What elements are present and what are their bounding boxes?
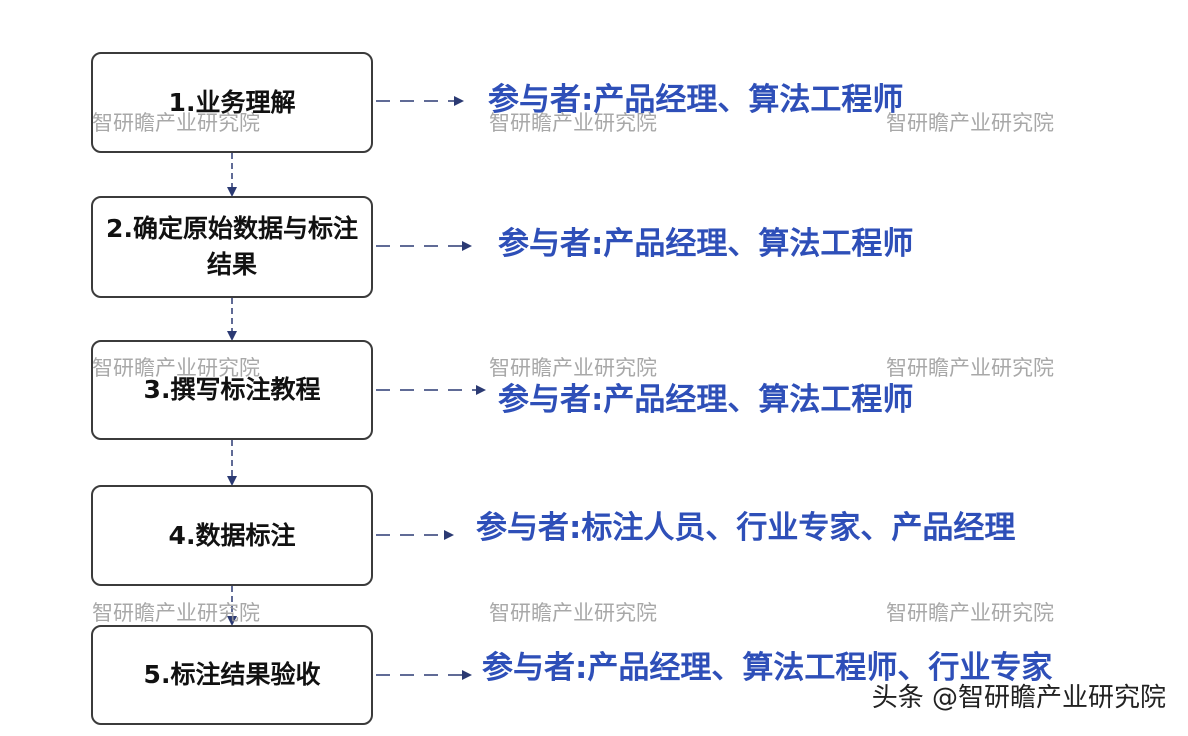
- step-label-2: 2.确定原始数据与标注结果: [106, 214, 358, 279]
- credit-text: 头条 @智研瞻产业研究院: [871, 683, 1166, 713]
- watermark: 智研瞻产业研究院: [489, 356, 657, 380]
- participants-4: 参与者:标注人员、行业专家、产品经理: [476, 510, 1016, 546]
- step-box-3: 3.撰写标注教程: [91, 340, 373, 440]
- step-box-2: 2.确定原始数据与标注结果: [91, 196, 373, 298]
- step-box-1: 1.业务理解: [91, 52, 373, 153]
- participants-1: 参与者:产品经理、算法工程师: [488, 82, 904, 118]
- watermark: 智研瞻产业研究院: [886, 111, 1054, 135]
- watermark: 智研瞻产业研究院: [886, 356, 1054, 380]
- step-box-5: 5.标注结果验收: [91, 625, 373, 725]
- watermark: 智研瞻产业研究院: [92, 111, 260, 135]
- watermark: 智研瞻产业研究院: [92, 601, 260, 625]
- watermark: 智研瞻产业研究院: [489, 601, 657, 625]
- watermark: 智研瞻产业研究院: [489, 111, 657, 135]
- step-box-4: 4.数据标注: [91, 485, 373, 586]
- participants-3: 参与者:产品经理、算法工程师: [498, 382, 914, 418]
- watermark: 智研瞻产业研究院: [92, 356, 260, 380]
- participants-5: 参与者:产品经理、算法工程师、行业专家: [482, 650, 1053, 686]
- watermark: 智研瞻产业研究院: [886, 601, 1054, 625]
- step-label-5: 5.标注结果验收: [143, 660, 321, 689]
- step-label-4: 4.数据标注: [168, 520, 296, 550]
- participants-2: 参与者:产品经理、算法工程师: [498, 226, 914, 262]
- step-label-3: 3.撰写标注教程: [143, 375, 321, 404]
- step-label-1: 1.业务理解: [168, 87, 296, 117]
